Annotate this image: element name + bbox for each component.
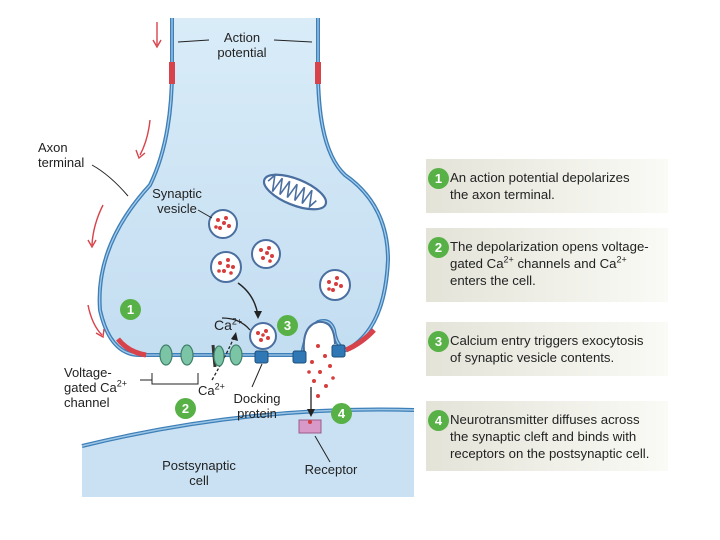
- synaptic-vesicle: [251, 239, 281, 269]
- label-synaptic-vesicle: Synaptic vesicle: [152, 186, 202, 216]
- step-text-1: An action potential depolarizes the axon…: [450, 170, 630, 202]
- postsynaptic-cell: [82, 409, 414, 497]
- synaptic-vesicle: [319, 269, 351, 301]
- label-action-potential: Action potential: [217, 30, 267, 60]
- fusing-vesicle: [302, 320, 336, 353]
- depolarized-segment-bottom-left: [116, 337, 147, 358]
- label-voltage-gated-channel: Voltage- gated Ca2+ channel: [64, 365, 128, 410]
- calcium-entry-arrow: [221, 317, 251, 331]
- step-box-2: 2 The depolarization opens voltage- gate…: [426, 228, 668, 302]
- diagram-badge-4: 4: [331, 403, 352, 424]
- diagram-badge-2: 2: [175, 398, 196, 419]
- label-docking-protein: Docking protein: [233, 391, 281, 421]
- step-box-1: 1 An action potential depolarizes the ax…: [426, 159, 668, 213]
- step-box-4: 4 Neurotransmitter diffuses across the s…: [426, 401, 668, 471]
- docking-vesicle: [249, 322, 277, 350]
- step-text-3: Calcium entry triggers exocytosis of syn…: [450, 333, 644, 365]
- diagram-badge-1: 1: [120, 299, 141, 320]
- mitochondrion: [262, 173, 328, 211]
- label-calcium-lower: Ca2+: [198, 381, 225, 398]
- synaptic-vesicle: [208, 209, 238, 239]
- propagation-arrows: [87, 22, 162, 339]
- voltage-gated-channels: [159, 344, 243, 366]
- synaptic-vesicle: [210, 251, 242, 283]
- leader-lines: [91, 39, 331, 463]
- depolarized-segment-right: [315, 62, 321, 84]
- step-badge-2: 2: [428, 237, 449, 258]
- neurotransmitter-molecules: [307, 344, 335, 398]
- label-axon-terminal: Axon terminal: [38, 140, 85, 170]
- diagram-badge-3: 3: [277, 315, 298, 336]
- step-badge-4: 4: [428, 410, 449, 431]
- docking-proteins: [254, 344, 346, 364]
- depolarized-segment-left: [169, 62, 175, 84]
- step-text-4: Neurotransmitter diffuses across the syn…: [450, 412, 650, 461]
- step-badge-3: 3: [428, 331, 449, 352]
- step-text-2: The depolarization opens voltage- gated …: [450, 239, 649, 288]
- label-receptor: Receptor: [304, 462, 358, 477]
- step-box-3: 3 Calcium entry triggers exocytosis of s…: [426, 322, 668, 376]
- step-badge-1: 1: [428, 168, 449, 189]
- depolarized-segment-bottom-right: [344, 328, 376, 353]
- label-calcium-upper: Ca2+: [214, 316, 243, 333]
- label-postsynaptic-cell: Postsynaptic cell: [162, 458, 236, 488]
